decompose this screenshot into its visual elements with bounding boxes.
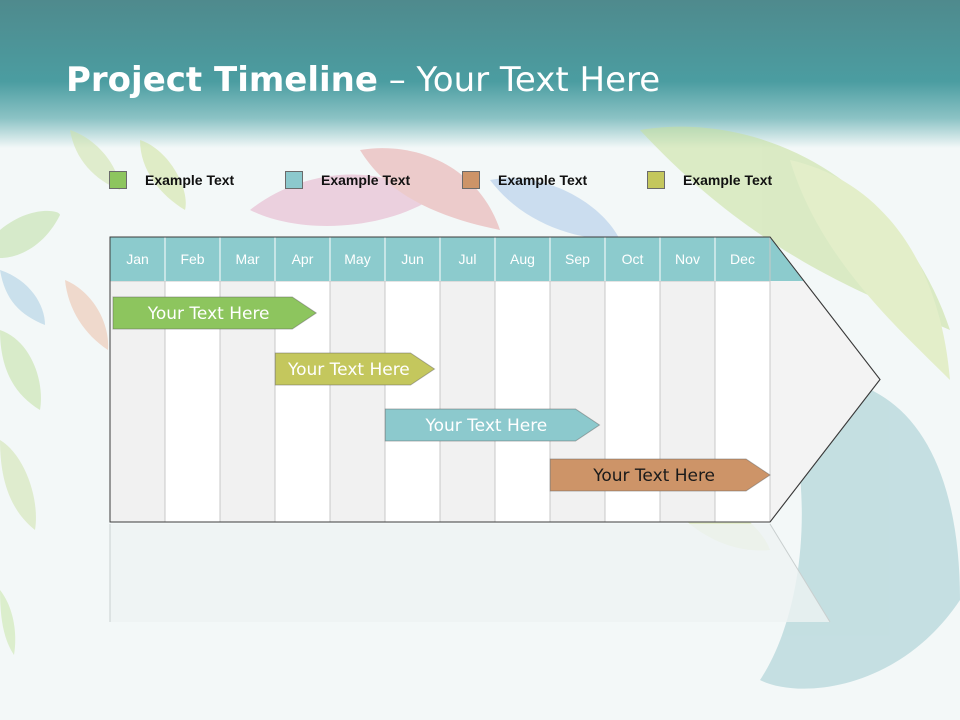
header-band bbox=[0, 0, 960, 148]
month-column bbox=[494, 280, 551, 523]
task-bar-label: Your Text Here bbox=[287, 360, 410, 380]
month-label: Jun bbox=[401, 251, 424, 267]
task-bar bbox=[274, 352, 436, 386]
month-label: Oct bbox=[622, 251, 644, 267]
legend-item: Example Text bbox=[109, 170, 234, 190]
slide-title: Project Timeline – Your Text Here bbox=[66, 60, 660, 100]
month-column bbox=[384, 280, 441, 523]
legend-swatch bbox=[647, 171, 665, 189]
task-bar bbox=[112, 296, 318, 330]
month-label: Nov bbox=[675, 251, 700, 267]
legend-swatch bbox=[285, 171, 303, 189]
timeline-reflection bbox=[110, 524, 830, 622]
legend-item: Example Text bbox=[462, 170, 587, 190]
month-label: Jul bbox=[459, 251, 477, 267]
legend-item: Example Text bbox=[285, 170, 410, 190]
task-bar bbox=[549, 458, 771, 492]
month-label: Jan bbox=[126, 251, 149, 267]
legend-label: Example Text bbox=[145, 172, 235, 188]
month-header-strip bbox=[110, 237, 804, 281]
month-label: Mar bbox=[235, 251, 259, 267]
task-bar-label: Your Text Here bbox=[147, 304, 270, 324]
legend-swatch bbox=[462, 171, 480, 189]
legend-item: Example Text bbox=[647, 170, 772, 190]
month-label: Sep bbox=[565, 251, 590, 267]
month-column bbox=[439, 280, 496, 523]
month-column bbox=[329, 280, 386, 523]
legend-swatch bbox=[109, 171, 127, 189]
title-bold: Project Timeline bbox=[66, 60, 378, 100]
month-label: Aug bbox=[510, 251, 535, 267]
month-label: May bbox=[344, 251, 370, 267]
month-label: Dec bbox=[730, 251, 755, 267]
task-bar bbox=[384, 408, 601, 442]
timeline-arrow-outline bbox=[109, 236, 881, 523]
month-label: Apr bbox=[292, 251, 314, 267]
legend-label: Example Text bbox=[683, 172, 773, 188]
legend-label: Example Text bbox=[321, 172, 411, 188]
task-bar-label: Your Text Here bbox=[592, 466, 715, 486]
task-bar-label: Your Text Here bbox=[424, 416, 547, 436]
legend-label: Example Text bbox=[498, 172, 588, 188]
title-rest: – Your Text Here bbox=[377, 60, 661, 100]
month-label: Feb bbox=[180, 251, 204, 267]
reflection-edge bbox=[769, 523, 831, 623]
